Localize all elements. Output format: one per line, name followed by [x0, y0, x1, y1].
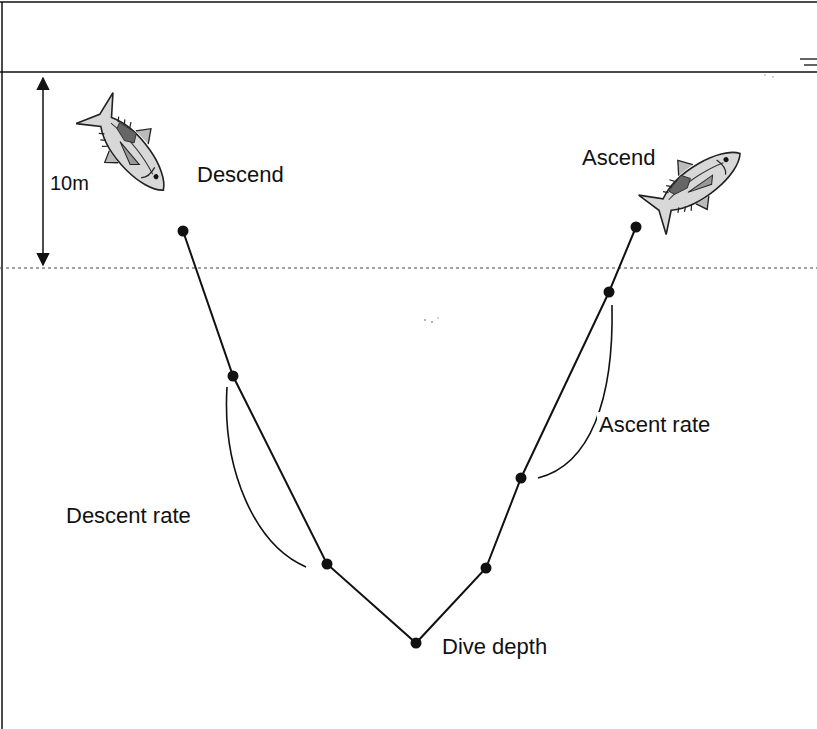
- water-specks: [424, 74, 774, 323]
- text-label: Descend: [195, 162, 286, 187]
- text-label: Dive depth: [440, 634, 549, 659]
- sample-dots: [178, 222, 642, 649]
- depth-10m-line: [0, 267, 817, 268]
- text-label: Ascend: [580, 145, 657, 170]
- depth-arrow: [42, 78, 44, 265]
- surface-symbol: [800, 59, 817, 65]
- ascent-bracket: [538, 305, 612, 478]
- water-surface: [0, 71, 817, 73]
- descent-bracket: [227, 387, 306, 567]
- text-label: 10m: [48, 172, 91, 195]
- dive-path: [183, 227, 636, 643]
- text-label: Descent rate: [64, 503, 193, 528]
- text-label: Ascent rate: [597, 412, 712, 437]
